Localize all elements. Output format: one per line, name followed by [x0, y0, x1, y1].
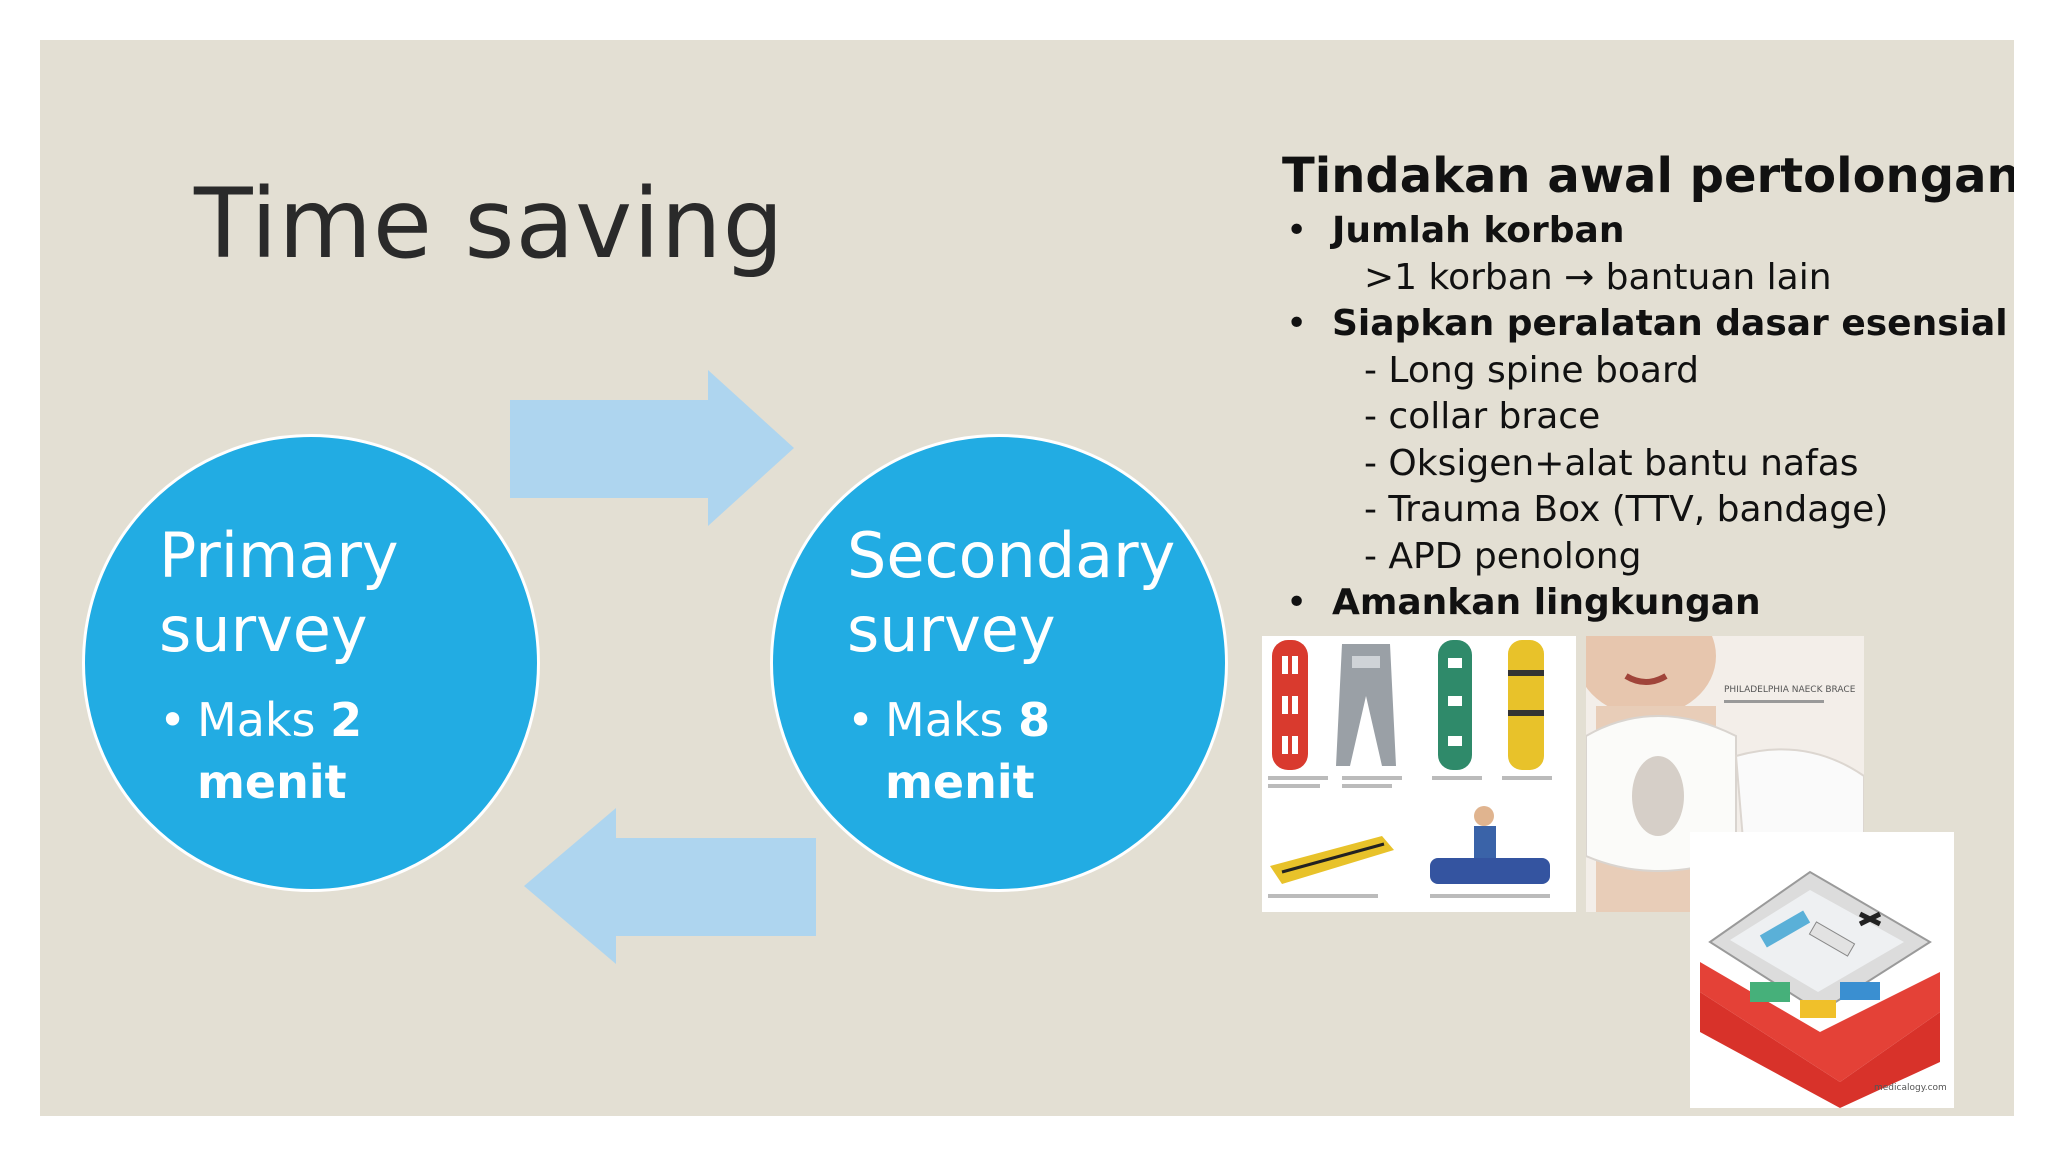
slide: Time saving Primary survey •Maks 2 menit… [40, 40, 2014, 1116]
collar-product-label: PHILADELPHIA NAECK BRACE [1724, 685, 1856, 695]
spine-board-photo [1262, 636, 1576, 912]
panel-title: Tindakan awal pertolongan [1282, 148, 2014, 204]
equipment-item: - APD penolong [1364, 535, 1642, 577]
primary-time-limit: •Maks 2 menit [159, 689, 362, 813]
secondary-survey-circle: Secondary survey •Maks 8 menit [770, 434, 1228, 892]
secondary-survey-heading: Secondary survey [847, 519, 1175, 667]
section-label: Jumlah korban [1282, 208, 2012, 255]
section-item: >1 korban → bantuan lain [1364, 256, 1832, 298]
primary-heading-line1: Primary [159, 519, 399, 592]
primary-heading-line2: survey [159, 593, 368, 666]
secondary-heading-line2: survey [847, 593, 1056, 666]
section-label: Siapkan peralatan dasar esensial [1282, 301, 2012, 348]
arrow-left-icon [524, 808, 816, 964]
equipment-item: - Oksigen+alat bantu nafas [1364, 442, 1859, 484]
first-aid-panel: Tindakan awal pertolongan Jumlah korban … [1282, 144, 2014, 627]
primary-limit-unit: menit [197, 755, 347, 809]
section-label: Amankan lingkungan [1282, 580, 2012, 627]
equipment-item: - Trauma Box (TTV, bandage) [1364, 489, 1889, 530]
secondary-limit-prefix: Maks [885, 693, 1004, 747]
primary-survey-heading: Primary survey [159, 519, 399, 667]
spine-board-illustration [1262, 636, 1576, 912]
primary-limit-value: 2 [330, 693, 363, 747]
arrow-right-icon [510, 370, 794, 526]
slide-title: Time saving [194, 168, 785, 280]
primary-limit-prefix: Maks [197, 693, 316, 747]
trauma-kit-photo: medicalogy.com [1690, 832, 1954, 1108]
trauma-kit-illustration: medicalogy.com [1690, 832, 1954, 1108]
equipment-item: - Long spine board [1364, 349, 1699, 391]
secondary-limit-value: 8 [1018, 693, 1051, 747]
secondary-heading-line1: Secondary [847, 519, 1176, 592]
kit-watermark: medicalogy.com [1874, 1083, 1947, 1093]
bullet-dot: • [159, 693, 187, 747]
secondary-time-limit: •Maks 8 menit [847, 689, 1050, 813]
secondary-limit-unit: menit [885, 755, 1035, 809]
equipment-item: - collar brace [1364, 396, 1601, 437]
primary-survey-circle: Primary survey •Maks 2 menit [82, 434, 540, 892]
bullet-dot: • [847, 693, 875, 747]
